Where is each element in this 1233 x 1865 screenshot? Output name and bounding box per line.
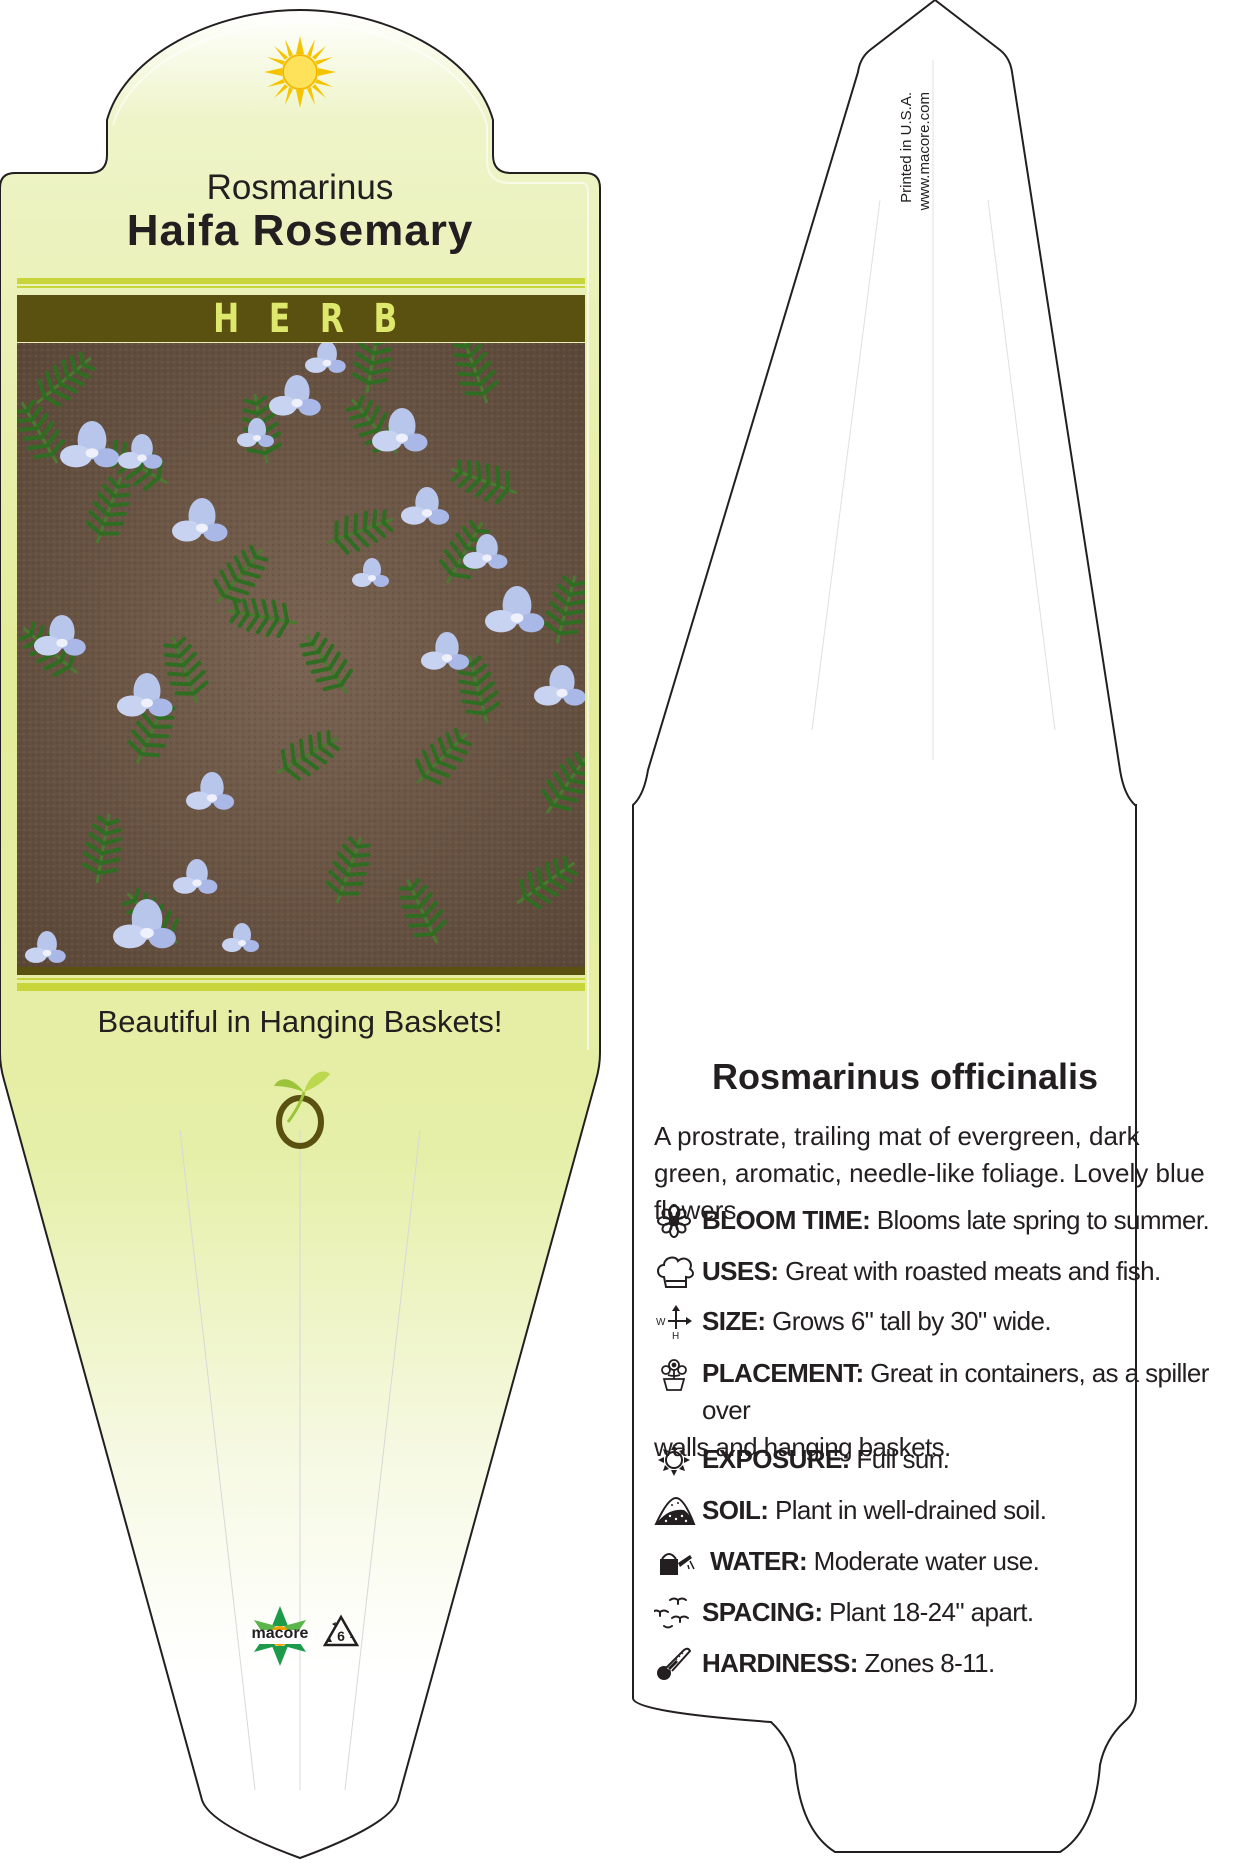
- genus-name: Rosmarinus: [206, 168, 394, 207]
- care-row-size: W H SIZE: Grows 6" tall by 30" wide.: [654, 1303, 1214, 1340]
- macore-logo-icon: [246, 1606, 314, 1666]
- size-h-letter: H: [672, 1331, 679, 1339]
- plant-photo: [17, 343, 585, 967]
- bloom-time-text: Blooms late spring to summer.: [876, 1205, 1210, 1235]
- sun-icon: [264, 36, 336, 108]
- soil-label: SOIL:: [702, 1495, 769, 1525]
- exposure-text: Full sun.: [856, 1444, 950, 1474]
- water-text: Moderate water use.: [813, 1546, 1040, 1576]
- size-text: Grows 6" tall by 30" wide.: [772, 1306, 1051, 1336]
- care-row-spacing: SPACING: Plant 18-24" apart.: [654, 1594, 1214, 1631]
- printed-line-2: www.macore.com: [916, 92, 933, 211]
- spacing-text: Plant 18-24" apart.: [829, 1597, 1034, 1627]
- hardiness-text: Zones 8-11.: [864, 1648, 995, 1678]
- care-row-soil: SOIL: Plant in well-drained soil.: [654, 1492, 1214, 1529]
- uses-text: Great with roasted meats and fish.: [785, 1256, 1161, 1286]
- placement-text: Great in containers, as a spiller over: [702, 1358, 1209, 1425]
- category-band: HERB: [17, 295, 585, 342]
- care-row-placement: PLACEMENT: Great in containers, as a spi…: [654, 1355, 1214, 1466]
- placement-label: PLACEMENT:: [702, 1358, 864, 1388]
- front-tagline: Beautiful in Hanging Baskets!: [97, 1004, 503, 1039]
- printed-in-usa: Printed in U.S.A. www.macore.com: [898, 92, 968, 242]
- common-name: Haifa Rosemary: [126, 206, 474, 255]
- back-tag-shape: [632, 0, 1138, 1853]
- botanical-name: Rosmarinus officinalis: [711, 1056, 1099, 1097]
- size-w-letter: W: [656, 1317, 666, 1328]
- category-label: HERB: [213, 295, 427, 342]
- soil-text: Plant in well-drained soil.: [774, 1495, 1047, 1525]
- uses-label: USES:: [702, 1256, 779, 1286]
- water-label: WATER:: [710, 1546, 808, 1576]
- spacing-label: SPACING:: [702, 1597, 823, 1627]
- watering-can-icon: [660, 1553, 695, 1575]
- care-row-hardiness: HARDINESS: Zones 8-11.: [654, 1645, 1214, 1682]
- hardiness-label: HARDINESS:: [702, 1648, 858, 1678]
- plant-description: A prostrate, trailing mat of evergreen, …: [654, 1121, 1205, 1225]
- exposure-label: EXPOSURE:: [702, 1444, 850, 1474]
- care-row-exposure: EXPOSURE: Full sun.: [654, 1441, 1214, 1478]
- placement-text-continued: walls and hanging baskets.: [654, 1432, 951, 1462]
- sun-outline-icon: [658, 1444, 690, 1476]
- macore-brand-text: macore: [251, 1625, 309, 1642]
- thermometer-icon: [657, 1647, 692, 1680]
- soil-pile-icon: [654, 1496, 696, 1525]
- flower-pot-icon: [661, 1359, 687, 1391]
- care-row-bloom-time: BLOOM TIME: Blooms late spring to summer…: [654, 1202, 1214, 1239]
- spacing-plants-icon: [654, 1597, 689, 1629]
- bloom-time-label: BLOOM TIME:: [702, 1205, 871, 1235]
- seedling-logo-icon: [274, 1071, 330, 1149]
- recycle-6-icon: [322, 1614, 360, 1647]
- care-row-water: WATER: Moderate water use.: [654, 1543, 1214, 1580]
- printed-line-1: Printed in U.S.A.: [898, 92, 915, 203]
- size-label: SIZE:: [702, 1306, 766, 1336]
- chef-hat-icon: [657, 1256, 694, 1288]
- care-row-uses: USES: Great with roasted meats and fish.: [654, 1253, 1214, 1290]
- flower-icon: [657, 1204, 691, 1238]
- size-arrows-icon: W H: [656, 1305, 692, 1339]
- recycle-code: 6: [337, 1628, 345, 1644]
